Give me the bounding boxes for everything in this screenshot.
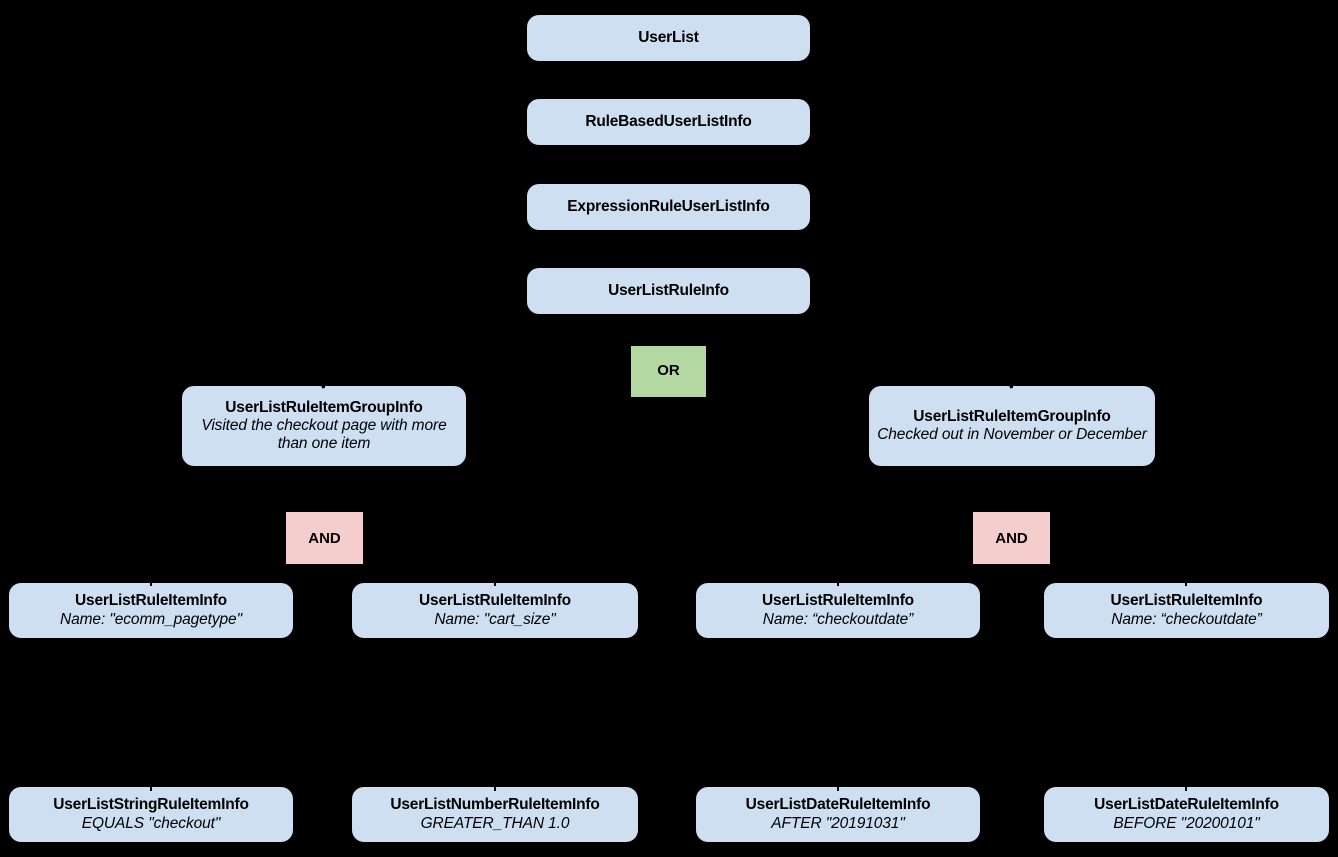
node-title: UserListRuleItemGroupInfo <box>225 398 423 416</box>
node-leaf-2[interactable]: UserListNumberRuleItemInfo GREATER_THAN … <box>352 787 638 842</box>
node-title: UserListStringRuleItemInfo <box>53 796 249 814</box>
edge-item-4-to-leaf-4 <box>1185 638 1187 791</box>
node-leaf-3[interactable]: UserListDateRuleItemInfo AFTER "20191031… <box>696 787 980 842</box>
edge-drop-item-4 <box>1185 564 1187 586</box>
node-title: UserListRuleItemGroupInfo <box>913 407 1111 425</box>
node-leaf-4[interactable]: UserListDateRuleItemInfo BEFORE "2020010… <box>1044 787 1329 842</box>
node-subtitle: Name: "ecomm_pagetype" <box>60 610 242 628</box>
edge-expression-to-ruleinfo <box>668 230 670 268</box>
edge-group-left-to-and <box>323 466 325 512</box>
node-title: UserListRuleItemInfo <box>75 592 227 610</box>
node-subtitle: AFTER "20191031" <box>771 814 905 832</box>
edge-drop-item-3 <box>837 564 839 586</box>
edge-ruleinfo-to-or <box>668 314 670 344</box>
operator-label: OR <box>657 362 680 379</box>
operator-or-root[interactable]: OR <box>631 344 706 397</box>
node-item-3[interactable]: UserListRuleItemInfo Name: “checkoutdate… <box>696 583 980 638</box>
edge-userlist-to-rulebased <box>668 61 670 99</box>
operator-label: AND <box>308 530 341 547</box>
node-title: ExpressionRuleUserListInfo <box>567 197 770 215</box>
node-title: UserListRuleItemInfo <box>1110 592 1263 610</box>
node-user-list-rule-info[interactable]: UserListRuleInfo <box>527 268 810 314</box>
operator-and-left[interactable]: AND <box>286 512 363 565</box>
node-subtitle: Name: “checkoutdate” <box>1111 610 1262 628</box>
node-subtitle: GREATER_THAN 1.0 <box>420 814 570 832</box>
edge-and-right-span <box>838 564 1187 566</box>
node-title: UserListDateRuleItemInfo <box>1094 796 1279 814</box>
node-subtitle: Name: “checkoutdate” <box>762 610 914 628</box>
operator-label: AND <box>995 530 1028 547</box>
node-rule-based-user-list-info[interactable]: RuleBasedUserListInfo <box>527 99 810 145</box>
node-title: UserListRuleItemInfo <box>762 592 914 610</box>
edge-drop-item-2 <box>494 564 496 586</box>
operator-and-right[interactable]: AND <box>973 512 1050 565</box>
edge-and-left-span <box>151 564 496 566</box>
node-item-2[interactable]: UserListRuleItemInfo Name: "cart_size" <box>352 583 638 638</box>
edge-drop-group-right <box>1011 344 1013 388</box>
node-subtitle: Name: "cart_size" <box>434 610 556 628</box>
edge-or-to-group-left <box>324 344 669 346</box>
node-subtitle: BEFORE "20200101" <box>1113 814 1260 832</box>
node-title: UserListDateRuleItemInfo <box>745 796 931 814</box>
node-title: UserList <box>638 28 699 46</box>
node-group-right[interactable]: UserListRuleItemGroupInfo Checked out in… <box>869 386 1155 466</box>
edge-group-right-to-and <box>1011 466 1013 512</box>
edge-rulebased-to-expression <box>668 145 670 183</box>
edge-item-2-to-leaf-2 <box>494 638 496 791</box>
node-item-1[interactable]: UserListRuleItemInfo Name: "ecomm_pagety… <box>9 583 293 638</box>
arrowhead-to-group-right <box>1004 378 1018 389</box>
edge-item-3-to-leaf-3 <box>837 638 839 791</box>
edge-drop-item-1 <box>150 564 152 586</box>
node-title: UserListRuleItemInfo <box>419 592 571 610</box>
node-group-left[interactable]: UserListRuleItemGroupInfo Visited the ch… <box>182 386 466 466</box>
node-expression-rule-user-list-info[interactable]: ExpressionRuleUserListInfo <box>527 184 810 230</box>
node-title: RuleBasedUserListInfo <box>585 112 752 130</box>
node-subtitle: Checked out in November or December <box>877 426 1147 443</box>
node-subtitle: EQUALS "checkout" <box>81 814 221 832</box>
node-title: UserListRuleInfo <box>608 281 729 299</box>
node-item-4[interactable]: UserListRuleItemInfo Name: “checkoutdate… <box>1044 583 1329 638</box>
edge-item-1-to-leaf-1 <box>150 638 152 791</box>
node-title: UserListNumberRuleItemInfo <box>390 796 600 814</box>
edge-or-to-group-right <box>668 344 1013 346</box>
node-user-list[interactable]: UserList <box>527 15 810 61</box>
edge-drop-group-left <box>323 344 325 388</box>
arrowhead-to-group-left <box>316 378 330 389</box>
node-leaf-1[interactable]: UserListStringRuleItemInfo EQUALS "check… <box>9 787 293 842</box>
node-subtitle: Visited the checkout page with more than… <box>201 416 447 453</box>
